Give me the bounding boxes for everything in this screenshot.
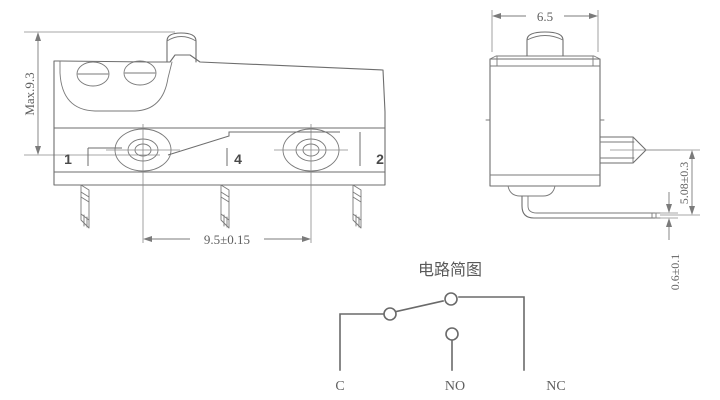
circuit-contact-no (445, 327, 459, 341)
circuit-nc-branch (458, 296, 525, 371)
terminal-pin-middle (220, 184, 230, 229)
height-arrow-bottom (35, 146, 41, 155)
circuit-moving-blade (393, 300, 444, 313)
width-dimension-text: 6.5 (537, 9, 553, 24)
side-cap-edge (489, 55, 601, 60)
circuit-contact-nc (444, 292, 458, 306)
lead-thickness-dimension-group: 0.6±0.1 (655, 192, 682, 290)
side-body-outline (489, 58, 601, 187)
circuit-contact-common (383, 307, 397, 321)
circuit-schematic-group: 电路简图 C NO NC (335, 260, 565, 394)
side-plunger-button (526, 31, 564, 57)
circuit-c-branch (339, 313, 387, 371)
front-view-group: Max.9.3 (22, 31, 386, 247)
width-dimension-group: 6.5 (491, 9, 599, 52)
height-arrow-top (35, 32, 41, 41)
terminal-pin-right (352, 184, 362, 229)
terminal-4-leader (167, 131, 340, 156)
lead-thickness-dimension-text: 0.6±0.1 (668, 254, 682, 291)
lever-screw-hole-1 (76, 61, 110, 87)
circuit-label-nc: NC (546, 379, 565, 394)
width-arrow-right (589, 13, 598, 19)
plunger-button (166, 32, 197, 63)
terminal-4-label: 4 (234, 151, 242, 167)
lead-height-dimension-text: 5.08±0.3 (677, 162, 691, 205)
terminal-label-1-group: 1 (64, 147, 122, 167)
lead-thickness-arrow-bottom (666, 218, 672, 227)
mounting-hole-left (106, 124, 180, 232)
circuit-schematic-title: 电路简图 (418, 260, 482, 279)
mounting-hole-right (274, 124, 348, 232)
lead-height-dimension-group: 5.08±0.3 (646, 149, 700, 216)
lead-height-arrow-top (689, 150, 695, 159)
pitch-arrow-right (302, 236, 311, 242)
side-view-group: 6.5 (485, 9, 700, 290)
lever-screw-hole-2 (123, 60, 157, 86)
switch-body-outline (53, 54, 386, 186)
lead-height-arrow-bottom (689, 206, 695, 215)
pitch-dimension-group: 9.5±0.15 (142, 232, 312, 247)
height-dimension-text: Max.9.3 (22, 72, 37, 115)
width-arrow-left (492, 13, 501, 19)
terminal-label-4-group: 4 (167, 131, 340, 167)
pitch-arrow-left (143, 236, 152, 242)
circuit-label-no: NO (445, 379, 465, 394)
terminal-2-label: 2 (376, 151, 384, 167)
actuator-lever-outline (59, 60, 173, 112)
pitch-dimension-text: 9.5±0.15 (204, 232, 250, 247)
terminal-pin-left (80, 184, 90, 229)
terminal-1-label: 1 (64, 151, 72, 167)
height-dimension-group: Max.9.3 (22, 31, 175, 156)
terminal-label-2-group: 2 (359, 132, 384, 167)
lead-thickness-arrow-top (666, 204, 672, 213)
side-lead-wire (507, 185, 661, 219)
circuit-label-c: C (335, 379, 344, 394)
